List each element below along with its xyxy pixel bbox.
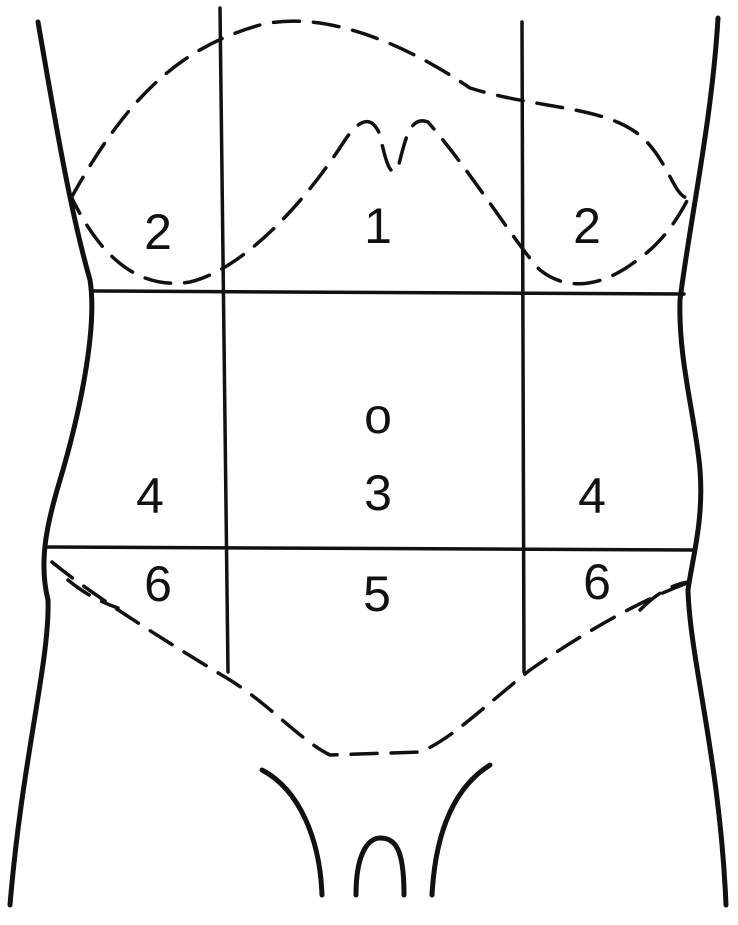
region-label-left-iliac: 6	[583, 554, 611, 610]
upper-horizontal-line	[92, 291, 684, 294]
torso-right-outline	[680, 18, 726, 905]
region-label-hypogastric: 5	[363, 566, 391, 622]
right-vertical-line	[522, 22, 524, 672]
left-vertical-line	[220, 8, 228, 672]
rib-cage-outline	[70, 21, 690, 200]
groin-left-curve	[262, 770, 322, 895]
region-label-left-lumbar: 4	[578, 468, 606, 524]
lower-horizontal-line	[48, 547, 694, 550]
region-label-epigastric: 1	[364, 198, 392, 254]
groin-right-curve	[432, 765, 490, 895]
region-label-right-lumbar: 4	[136, 468, 164, 524]
torso-left-outline	[10, 22, 92, 905]
region-label-umbilical: 3	[364, 465, 392, 521]
region-label-left-hypochondriac: 2	[573, 198, 601, 254]
region-label-right-hypochondriac: 2	[144, 204, 172, 260]
genital-outline	[356, 838, 404, 895]
umbilicus-mark: o	[364, 388, 392, 444]
region-label-right-iliac: 6	[144, 556, 172, 612]
